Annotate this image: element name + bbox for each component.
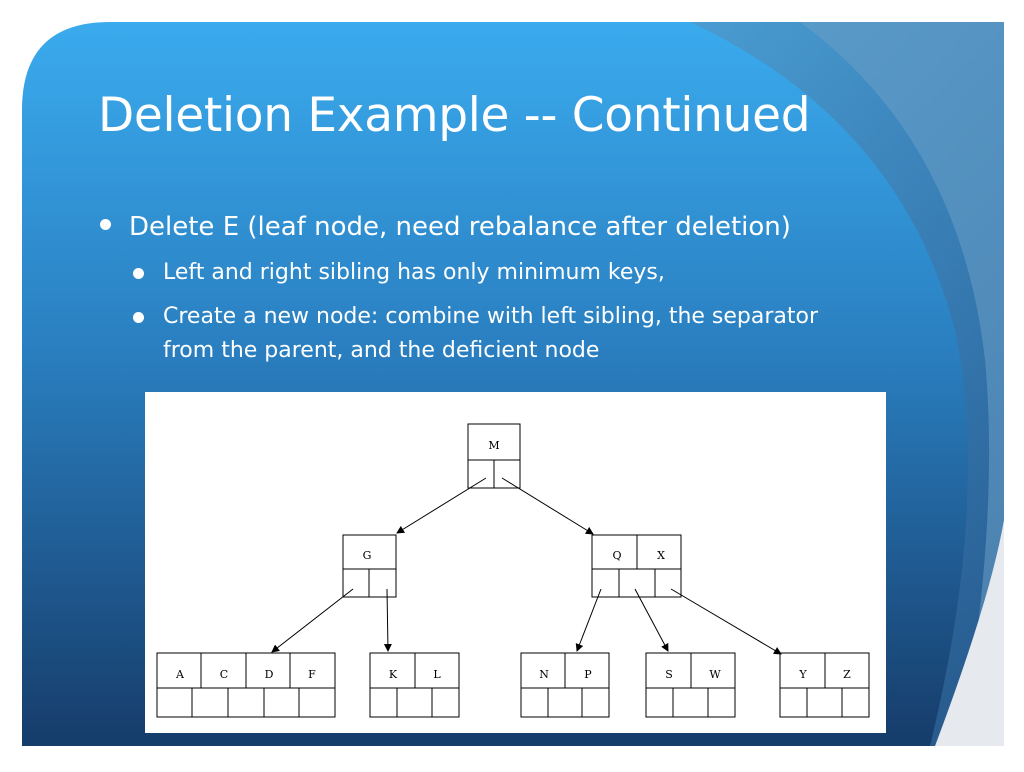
tree-labels: M G Q X A C D F K L N P S W Y Z [175, 439, 851, 681]
slide-title: Deletion Example -- Continued [98, 88, 811, 143]
tree-node-root [467, 423, 521, 489]
key-label: W [709, 668, 721, 681]
key-label: D [265, 668, 274, 681]
key-label: X [657, 549, 665, 562]
bullet-text: Delete E (leaf node, need rebalance afte… [129, 212, 791, 242]
key-label: M [488, 439, 499, 452]
key-label: S [665, 668, 673, 681]
tree-node-leaf-yz [779, 652, 870, 718]
bullet-level1: Delete E (leaf node, need rebalance afte… [100, 212, 791, 242]
key-label: G [363, 549, 372, 562]
bullet-dot-icon [100, 219, 111, 230]
key-label: K [389, 668, 398, 681]
key-label: N [539, 668, 549, 681]
bullet-level2: Left and right sibling has only minimum … [133, 256, 833, 290]
bullet-text: Create a new node: combine with left sib… [163, 304, 819, 363]
key-label: F [308, 668, 316, 681]
key-label: L [433, 668, 441, 681]
key-label: Z [843, 668, 851, 681]
tree-node-leaf-acdf [156, 652, 336, 718]
tree-node-qx [591, 534, 682, 598]
tree-node-leaf-sw [645, 652, 736, 718]
key-label: P [584, 668, 592, 681]
tree-node-g [342, 534, 397, 598]
tree-node-leaf-kl [369, 652, 460, 718]
tree-node-leaf-np [520, 652, 610, 718]
btree-svg: M G Q X A C D F K L N P S W Y Z [156, 423, 870, 718]
btree-diagram: M G Q X A C D F K L N P S W Y Z [145, 392, 886, 733]
key-label: C [220, 668, 228, 681]
bullet-level2: Create a new node: combine with left sib… [133, 300, 833, 368]
key-label: A [175, 668, 185, 681]
bullet-dot-icon [133, 268, 144, 279]
tree-edges [271, 477, 782, 655]
bullet-dot-icon [133, 312, 144, 323]
bullet-text: Left and right sibling has only minimum … [163, 260, 665, 285]
key-label: Y [798, 668, 807, 681]
key-label: Q [612, 549, 621, 562]
